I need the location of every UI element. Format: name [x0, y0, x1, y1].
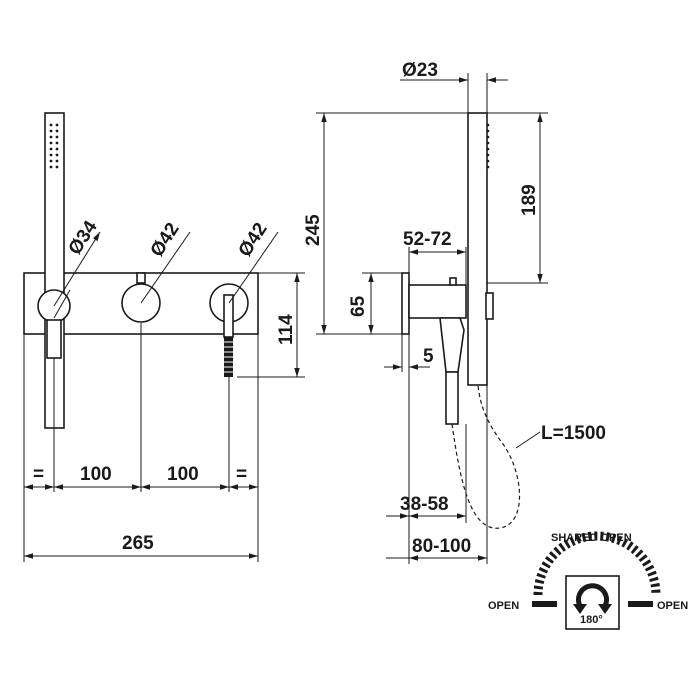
open-left-bar	[532, 601, 557, 607]
spacing-100-second: 100	[167, 464, 199, 485]
open-right-bar	[628, 601, 653, 607]
open-left-label: OPEN	[488, 600, 519, 612]
depth-38-58-label: 38-58	[400, 494, 449, 515]
spacing-equal-left: =	[33, 464, 44, 485]
diam-23-label: Ø23	[402, 60, 438, 81]
height-189-label: 189	[519, 184, 540, 216]
hose-length-label: L=1500	[541, 423, 606, 444]
front-view: Ø34 Ø42 Ø42 114 = 100 100 = 265	[23, 112, 305, 562]
diam-42-right-label: Ø42	[235, 219, 272, 261]
height-65-label: 65	[348, 295, 369, 317]
rotation-arc	[533, 531, 661, 596]
height-114-label: 114	[276, 314, 297, 345]
height-245-label: 245	[303, 214, 324, 246]
spacing-equal-right: =	[236, 464, 247, 485]
rotation-arrow-icon	[576, 583, 609, 608]
side-view: Ø23 245 189 52-72 65 5 L=1500	[303, 60, 606, 564]
spacing-100-first: 100	[80, 464, 112, 485]
thickness-5-label: 5	[423, 346, 434, 367]
diam-42-center-label: Ø42	[147, 219, 184, 261]
angle-label: 180°	[580, 614, 603, 626]
open-right-label: OPEN	[657, 600, 688, 612]
hand-shower-side	[467, 112, 488, 386]
depth-80-100-label: 80-100	[412, 536, 471, 557]
depth-52-72-label: 52-72	[403, 229, 452, 250]
rotation-legend: 180° SHARED OPEN OPEN OPEN	[488, 531, 688, 630]
shower-hose	[451, 384, 521, 529]
side-body	[408, 284, 467, 319]
shared-open-label: SHARED OPEN	[551, 532, 632, 544]
total-width-265: 265	[122, 533, 154, 554]
side-plate	[401, 272, 410, 335]
